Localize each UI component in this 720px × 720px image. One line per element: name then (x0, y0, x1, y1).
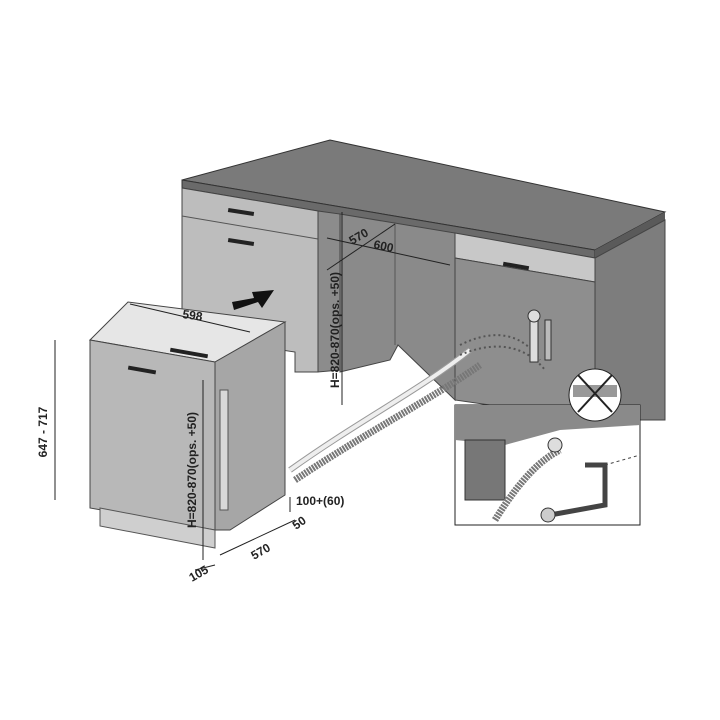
hoses (288, 334, 546, 483)
dishwasher-plinth (99, 507, 216, 549)
drawer-handle-icon (227, 207, 255, 217)
dim-niche-width-600: 600 (372, 237, 395, 255)
drawer-handle-icon (502, 261, 530, 271)
dim-niche-height-back: H=820-870(ops. +50) (328, 272, 342, 388)
dim-height-647-717: 647 - 717 (36, 406, 50, 457)
left-drawer-line (181, 215, 319, 240)
dim-plinth-height: 100+(60) (296, 494, 344, 508)
drawer-handle-icon (227, 237, 255, 247)
control-panel (169, 347, 209, 359)
dim-depth-570: 570 (249, 540, 274, 562)
detail-inset (454, 404, 641, 526)
insert-arrow-icon (232, 290, 274, 310)
dim-niche-height-front: H=820-870(ops. +50) (185, 412, 199, 528)
right-cabinet-side (594, 219, 666, 421)
dim-plinth-offset-50: 50 (290, 513, 309, 532)
dim-width-598: 598 (182, 307, 204, 324)
tap-valve-icon (527, 309, 552, 363)
door-handle-icon (127, 365, 157, 375)
dim-door-offset-105: 105 (187, 562, 212, 584)
dimension-lines (54, 212, 451, 571)
no-leak-warning-icon (568, 368, 622, 422)
countertop-side-edge (595, 212, 665, 258)
side-rail (219, 389, 229, 511)
dishwasher-side (214, 321, 286, 531)
